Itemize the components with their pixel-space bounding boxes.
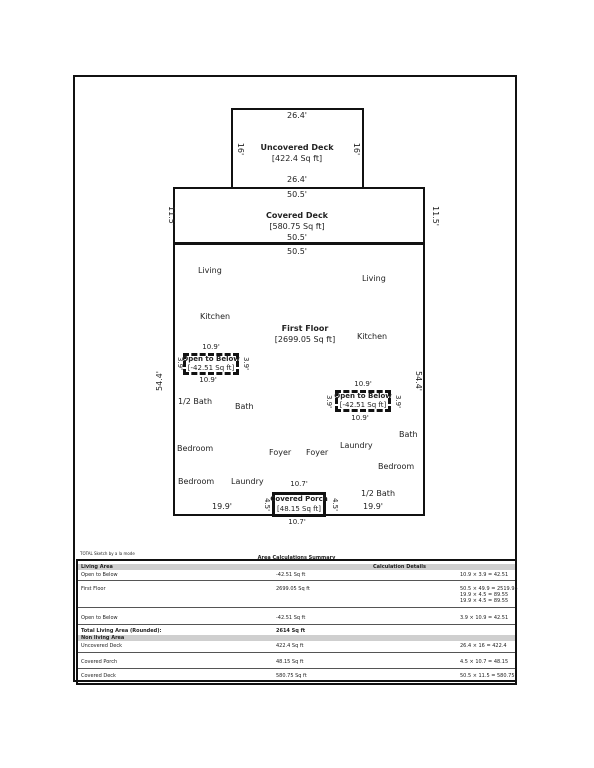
covered-porch-area: [48.15 Sq ft] — [277, 505, 321, 513]
row-covered-deck-name: Covered Deck — [81, 673, 116, 679]
non-living-header: Non living Area — [78, 635, 515, 641]
sketch-note: TOTAL Sketch by a la mode — [80, 551, 135, 556]
row-first-floor-area: 2699.05 Sq ft — [276, 586, 310, 592]
room-label-living: Living — [198, 266, 222, 275]
room-label-bath: Bath — [399, 430, 418, 439]
row-first-floor-name: First Floor — [81, 586, 106, 592]
covered-porch-left-dim: 4.5' — [263, 497, 272, 512]
room-label-bedroom: Bedroom — [178, 477, 215, 486]
covered-porch — [272, 492, 326, 517]
open-right-top-dim: 10.9' — [354, 380, 372, 388]
summary-title: Area Calculations Summary — [257, 555, 336, 561]
uncovered-deck-right-dim: 16' — [352, 142, 362, 156]
open-left-top-dim: 10.9' — [202, 343, 220, 351]
open-left-right-dim: 3.9' — [242, 356, 251, 371]
row-open-below-1-name: Open to Below — [81, 572, 118, 578]
room-label-foyer: Foyer — [269, 448, 292, 457]
room-label-bath: Bath — [235, 402, 254, 411]
first-floor-area: [2699.05 Sq ft] — [274, 335, 336, 344]
row-covered-porch-name: Covered Porch — [81, 659, 118, 665]
row-open-below-1-calc: 10.9 × 3.9 = 42.51 — [460, 572, 509, 578]
row-first-floor-calc-1: 50.5 × 49.9 = 2519.95 — [460, 586, 518, 592]
covered-porch-title: Covered Porch — [270, 495, 328, 503]
uncovered-deck-left-dim: 16' — [236, 142, 246, 156]
first-floor-bottom-right-dim: 19.9' — [362, 502, 384, 511]
living-area-header: Living Area Calculation Details — [78, 564, 515, 570]
row-open-below-1-area: -42.51 Sq ft — [276, 572, 306, 578]
room-label-bedroom: Bedroom — [378, 462, 415, 471]
covered-porch-bottom-dim: 10.7' — [288, 518, 306, 526]
total-living-label: Total Living Area (Rounded): — [81, 628, 162, 634]
uncovered-deck-bottom-dim: 26.4' — [286, 175, 308, 184]
uncovered-deck-top-dim: 26.4' — [286, 111, 308, 120]
first-floor-right-dim: 54.4' — [414, 370, 424, 392]
uncovered-deck-title: Uncovered Deck — [260, 143, 334, 152]
first-floor-title: First Floor — [281, 324, 329, 333]
calc-details-header: Calculation Details — [373, 564, 426, 570]
open-left-bottom-dim: 10.9' — [199, 376, 217, 384]
open-to-below-left — [183, 353, 239, 375]
covered-deck-title: Covered Deck — [265, 211, 329, 220]
room-label-kitchen: Kitchen — [357, 332, 388, 341]
room-label-half-bath: 1/2 Bath — [178, 397, 213, 406]
row-uncovered-deck-calc: 26.4 × 16 = 422.4 — [460, 643, 507, 649]
room-label-laundry: Laundry — [231, 477, 264, 486]
open-right-area: [-42.51 Sq ft] — [339, 401, 387, 409]
row-covered-deck-area: 580.75 Sq ft — [276, 673, 307, 679]
room-label-kitchen: Kitchen — [200, 312, 231, 321]
covered-deck-area: [580.75 Sq ft] — [269, 222, 325, 231]
row-covered-deck-calc: 50.5 × 11.5 = 580.75 — [460, 673, 515, 679]
open-left-title: Open to Below — [182, 355, 240, 363]
covered-porch-top-dim: 10.7' — [290, 480, 308, 488]
room-label-living: Living — [362, 274, 386, 283]
row-covered-porch-calc: 4.5 × 10.7 = 48.15 — [460, 659, 509, 665]
open-right-left-dim: 3.9' — [325, 394, 334, 409]
summary-table: Living Area Calculation Details Open to … — [76, 559, 518, 685]
row-uncovered-deck-name: Uncovered Deck — [81, 643, 123, 649]
first-floor-left-dim: 54.4' — [155, 370, 165, 392]
covered-deck — [173, 187, 425, 244]
covered-deck-left-dim: 11.5' — [167, 205, 177, 227]
row-open-below-2-name: Open to Below — [81, 615, 118, 621]
open-right-title: Open to Below — [334, 392, 392, 400]
uncovered-deck-area: [422.4 Sq ft] — [271, 154, 323, 163]
room-label-bedroom: Bedroom — [177, 444, 214, 453]
covered-deck-bottom-dim: 50.5' — [286, 233, 308, 242]
row-first-floor-calc-3: 19.9 × 4.5 = 89.55 — [460, 598, 509, 604]
row-covered-porch-area: 48.15 Sq ft — [276, 659, 304, 665]
open-right-bottom-dim: 10.9' — [351, 414, 369, 422]
covered-deck-right-dim: 11.5' — [431, 205, 441, 227]
open-left-area: [-42.51 Sq ft] — [187, 364, 235, 372]
covered-deck-top-dim: 50.5' — [286, 190, 308, 199]
room-label-laundry: Laundry — [340, 441, 373, 450]
sketch-frame — [73, 75, 517, 682]
room-label-half-bath: 1/2 Bath — [361, 489, 396, 498]
row-open-below-2-calc: 3.9 × 10.9 = 42.51 — [460, 615, 509, 621]
first-floor-bottom-left-dim: 19.9' — [211, 502, 233, 511]
row-open-below-2-area: -42.51 Sq ft — [276, 615, 306, 621]
row-first-floor-calc-2: 19.9 × 4.5 = 89.55 — [460, 592, 509, 598]
first-floor-top-dim: 50.5' — [286, 247, 308, 256]
open-right-right-dim: 3.9' — [394, 394, 403, 409]
total-living-value: 2614 Sq ft — [276, 628, 306, 634]
row-uncovered-deck-area: 422.4 Sq ft — [276, 643, 304, 649]
open-to-below-right — [335, 390, 391, 412]
open-left-left-dim: 3.9' — [176, 356, 185, 371]
room-label-foyer: Foyer — [306, 448, 329, 457]
covered-porch-right-dim: 4.5' — [331, 497, 340, 512]
